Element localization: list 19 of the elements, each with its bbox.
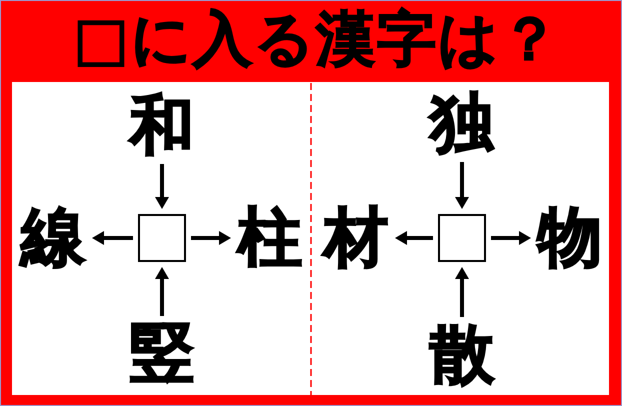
arrow [455, 267, 469, 317]
blank-square [438, 214, 486, 262]
kanji-character: 柱 [236, 205, 304, 271]
arrow [491, 231, 531, 245]
kanji-character: 竪 [128, 321, 196, 387]
kanji-character: 散 [428, 322, 496, 388]
kanji-character: 線 [19, 205, 87, 271]
arrow [155, 267, 169, 316]
arrow [155, 164, 169, 209]
arrow [455, 162, 469, 209]
kanji-character: 和 [128, 93, 196, 159]
kanji-character: 材 [322, 205, 390, 271]
title: □に入る漢字は？ [73, 8, 561, 70]
kanji-character: 物 [536, 205, 604, 271]
kanji-character: 独 [428, 91, 496, 157]
arrow [191, 231, 231, 245]
arrow [92, 231, 133, 245]
blank-square [138, 214, 186, 262]
arrow [395, 231, 433, 245]
